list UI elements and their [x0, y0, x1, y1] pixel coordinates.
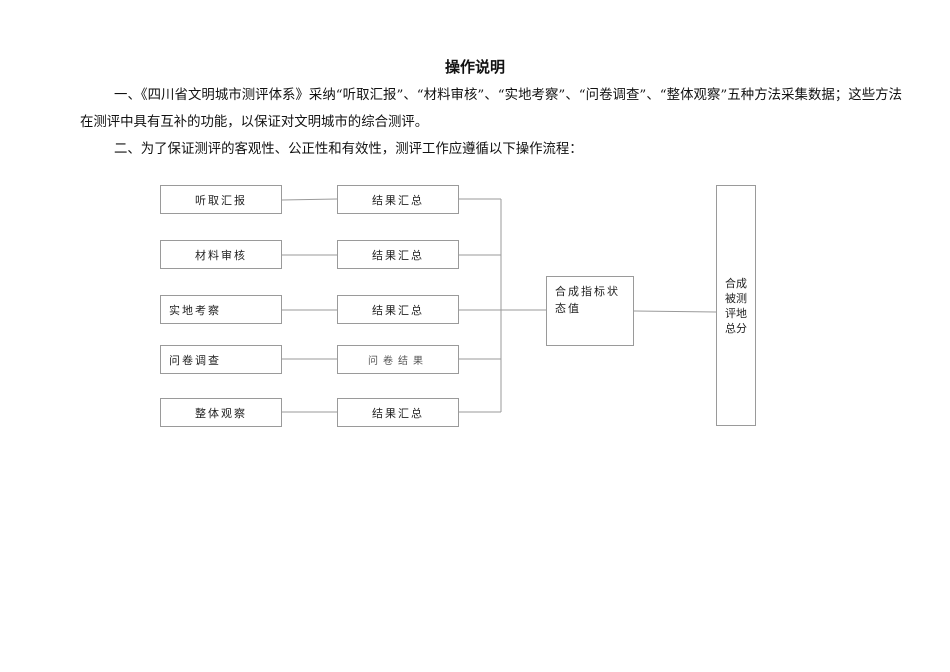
method-box-material: 材料审核 [160, 240, 282, 269]
connector-line [632, 310, 717, 313]
total-score-label: 合成被测评地总分 [725, 276, 747, 335]
paragraph-process: 二、为了保证测评的客观性、公正性和有效性，测评工作应遵循以下操作流程： [114, 142, 583, 157]
method-box-site: 实地考察 [160, 295, 282, 324]
method-box-observation: 整体观察 [160, 398, 282, 427]
result-box: 结果汇总 [337, 185, 459, 214]
method-box-survey: 问卷调查 [160, 345, 282, 374]
result-box: 结果汇总 [337, 398, 459, 427]
survey-result-box: 问卷结果 [337, 345, 459, 374]
page-title: 操作说明 [444, 58, 505, 76]
combine-indicator-box: 合成指标状态值 [546, 276, 634, 346]
connector-line [281, 198, 338, 201]
paragraph-methods: 一、《四川省文明城市测评体系》采纳“听取汇报”、“材料审核”、“实地考察”、“问… [80, 88, 902, 130]
total-score-box: 合成被测评地总分 [716, 185, 756, 426]
result-box: 结果汇总 [337, 240, 459, 269]
result-box: 结果汇总 [337, 295, 459, 324]
method-box-report: 听取汇报 [160, 185, 282, 214]
